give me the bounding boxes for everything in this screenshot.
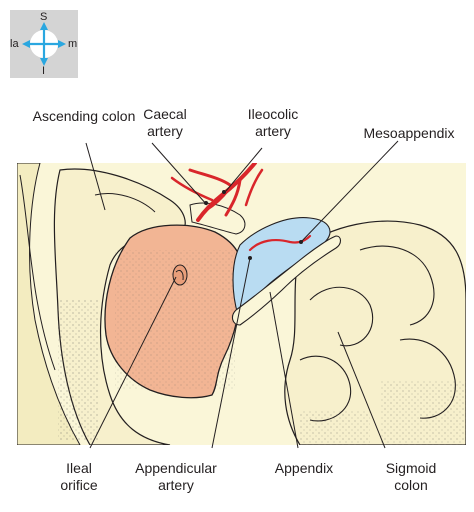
label-mesoappendix: Mesoappendix (350, 125, 468, 142)
label-caecal-artery: Caecal artery (140, 106, 190, 140)
label-ileocolic-artery: Ileocolic artery (243, 106, 303, 140)
label-ileal-orifice: Ileal orifice (50, 460, 108, 494)
label-appendicular-artery: Appendicular artery (116, 460, 236, 494)
label-appendix: Appendix (268, 460, 340, 477)
label-ascending-colon: Ascending colon (30, 108, 138, 125)
ileal-orifice-shape (173, 265, 187, 285)
label-sigmoid-colon: Sigmoid colon (380, 460, 442, 494)
